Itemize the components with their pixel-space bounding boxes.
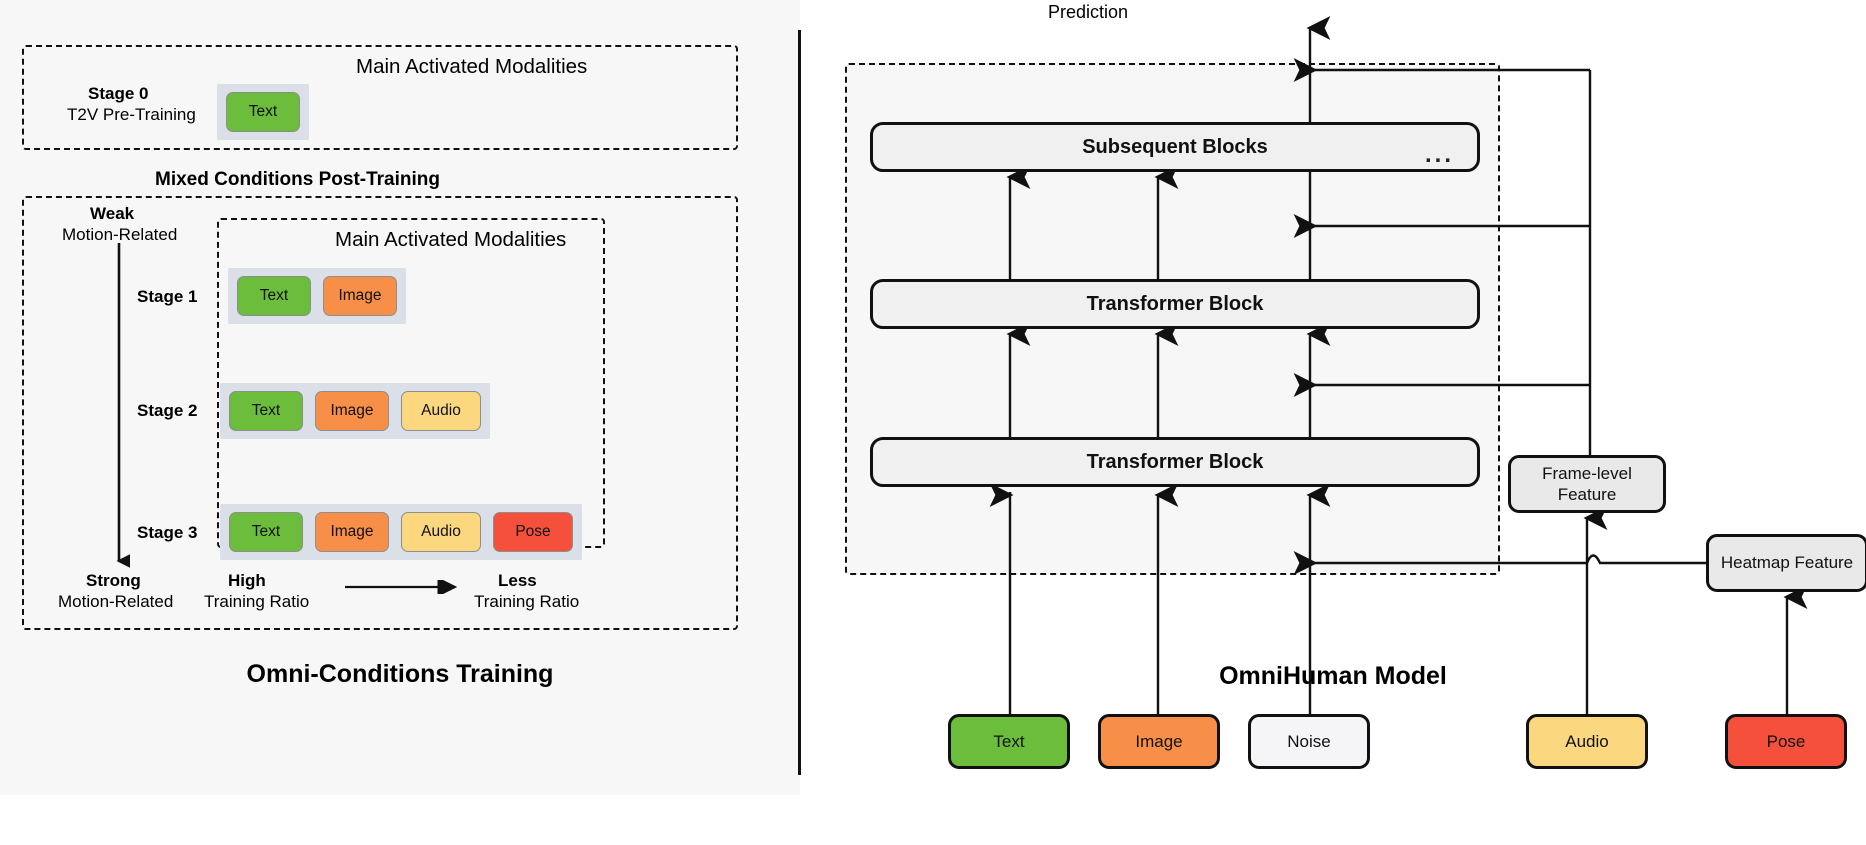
axis-label-weak: Weak (90, 204, 135, 223)
frame-level-feature-node[interactable]: Frame-level Feature (1508, 455, 1666, 513)
input-node-noise[interactable]: Noise (1248, 714, 1370, 769)
right-panel-caption: OmniHuman Model (1219, 662, 1447, 690)
axis-label-strong: Strong (86, 571, 141, 590)
left-panel-caption: Omni-Conditions Training (246, 660, 554, 688)
stage-2-modality-strip: Text Image Audio (220, 383, 490, 439)
stage-3-modality-strip: Text Image Audio Pose (220, 504, 582, 560)
stage-0-subtitle: T2V Pre-Training (67, 105, 196, 124)
axis-label-high-ratio: High (228, 571, 266, 590)
stage-2-label: Stage 2 (137, 401, 198, 420)
axis-sublabel-strong: Motion-Related (58, 592, 174, 611)
modality-chip-text[interactable]: Text (226, 92, 300, 132)
panel-divider (798, 30, 801, 775)
input-node-text[interactable]: Text (948, 714, 1070, 769)
motion-strength-arrow-icon (116, 243, 130, 573)
post-training-group (22, 196, 738, 630)
stage-0-title: Stage 0 (88, 84, 149, 103)
stage-0-modality-strip: Text (217, 84, 309, 140)
transformer-block-lower-node[interactable]: Transformer Block (870, 437, 1480, 487)
axis-label-less-ratio: Less (498, 571, 537, 590)
stage-3-label: Stage 3 (137, 523, 198, 542)
heatmap-feature-node[interactable]: Heatmap Feature (1706, 534, 1866, 592)
mixed-conditions-title: Mixed Conditions Post-Training (155, 169, 440, 190)
axis-sublabel-less-ratio: Training Ratio (474, 592, 580, 611)
transformer-block-upper-node[interactable]: Transformer Block (870, 279, 1480, 329)
modality-chip-pose[interactable]: Pose (493, 512, 573, 552)
axis-sublabel-high-ratio: Training Ratio (204, 592, 310, 611)
modality-chip-audio[interactable]: Audio (401, 512, 481, 552)
subsequent-blocks-node[interactable]: Subsequent Blocks (870, 122, 1480, 172)
input-node-image[interactable]: Image (1098, 714, 1220, 769)
axis-sublabel-weak: Motion-Related (62, 225, 178, 244)
input-node-audio[interactable]: Audio (1526, 714, 1648, 769)
ellipsis-icon: ... (1425, 141, 1455, 168)
stage-0-group (22, 45, 738, 150)
modality-chip-image[interactable]: Image (315, 512, 389, 552)
stage-1-modality-strip: Text Image (228, 268, 406, 324)
modality-chip-image[interactable]: Image (323, 276, 397, 316)
modality-chip-text[interactable]: Text (229, 391, 303, 431)
prediction-label: Prediction (1048, 2, 1129, 22)
modality-chip-image[interactable]: Image (315, 391, 389, 431)
modality-chip-text[interactable]: Text (237, 276, 311, 316)
post-training-modalities-header: Main Activated Modalities (335, 228, 567, 251)
input-node-pose[interactable]: Pose (1725, 714, 1847, 769)
stage-0-modalities-header: Main Activated Modalities (356, 55, 588, 78)
modality-chip-audio[interactable]: Audio (401, 391, 481, 431)
training-ratio-arrow-icon (345, 580, 458, 594)
stage-1-label: Stage 1 (137, 287, 198, 306)
modality-chip-text[interactable]: Text (229, 512, 303, 552)
